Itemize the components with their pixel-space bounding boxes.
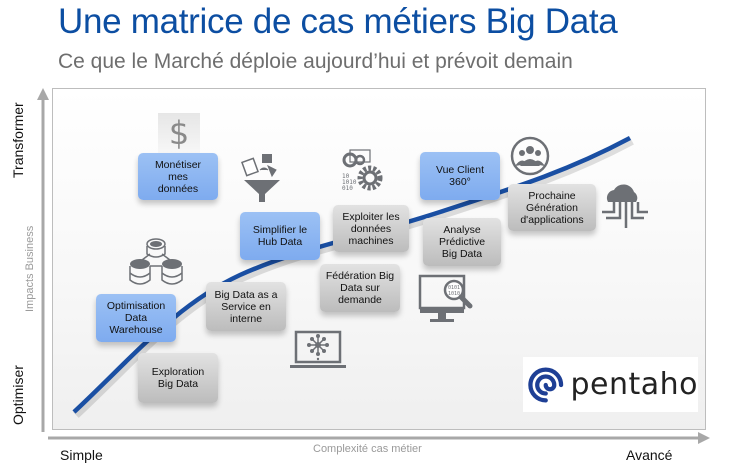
- page-subtitle: Ce que le Marché déploie aujourd’hui et …: [58, 50, 573, 73]
- laptop-network-icon: [290, 330, 346, 368]
- pentaho-swirl-icon: [528, 367, 564, 402]
- cloud-icon: [602, 184, 648, 228]
- box-simplifier-hub: Simplifier le Hub Data: [240, 212, 320, 260]
- box-exploration: Exploration Big Data: [138, 353, 218, 403]
- pentaho-logo-text: pentaho: [570, 367, 698, 402]
- users-circle-icon: [510, 136, 550, 176]
- box-prochaine-generation: Prochaine Génération d'applications: [508, 184, 596, 231]
- dollar-icon: $: [158, 113, 200, 153]
- x-axis-right-label: Avancé: [626, 447, 673, 463]
- box-vue-client: Vue Client 360°: [420, 152, 500, 200]
- page-title: Une matrice de cas métiers Big Data: [58, 2, 618, 41]
- svg-text:010: 010: [342, 185, 353, 192]
- box-monetiser: Monétiser mes données: [138, 153, 218, 200]
- svg-text:1010: 1010: [342, 179, 357, 186]
- monitor-search-icon: 0101 1010: [418, 274, 473, 322]
- svg-text:1010: 1010: [448, 291, 460, 297]
- box-federation: Fédération Big Data sur demande: [320, 264, 400, 312]
- funnel-icon: [241, 154, 280, 202]
- box-exploiter-machines: Exploiter les données machines: [333, 205, 409, 252]
- x-axis-title: Complexité cas métier: [313, 443, 422, 455]
- x-axis-left-label: Simple: [60, 447, 103, 463]
- y-axis-arrow: [37, 88, 49, 432]
- box-analyse-predictive: Analyse Prédictive Big Data: [423, 218, 501, 266]
- svg-text:0101: 0101: [448, 285, 460, 291]
- x-axis-arrow: [48, 432, 710, 444]
- box-optimisation-dw: Optimisation Data Warehouse: [96, 294, 176, 342]
- box-bdaas: Big Data as a Service en interne: [206, 282, 286, 331]
- svg-text:10: 10: [342, 173, 350, 180]
- gears-icon: 10 1010 010: [342, 149, 383, 192]
- database-cluster-icon: [129, 238, 183, 285]
- pentaho-logo: pentaho: [523, 357, 698, 412]
